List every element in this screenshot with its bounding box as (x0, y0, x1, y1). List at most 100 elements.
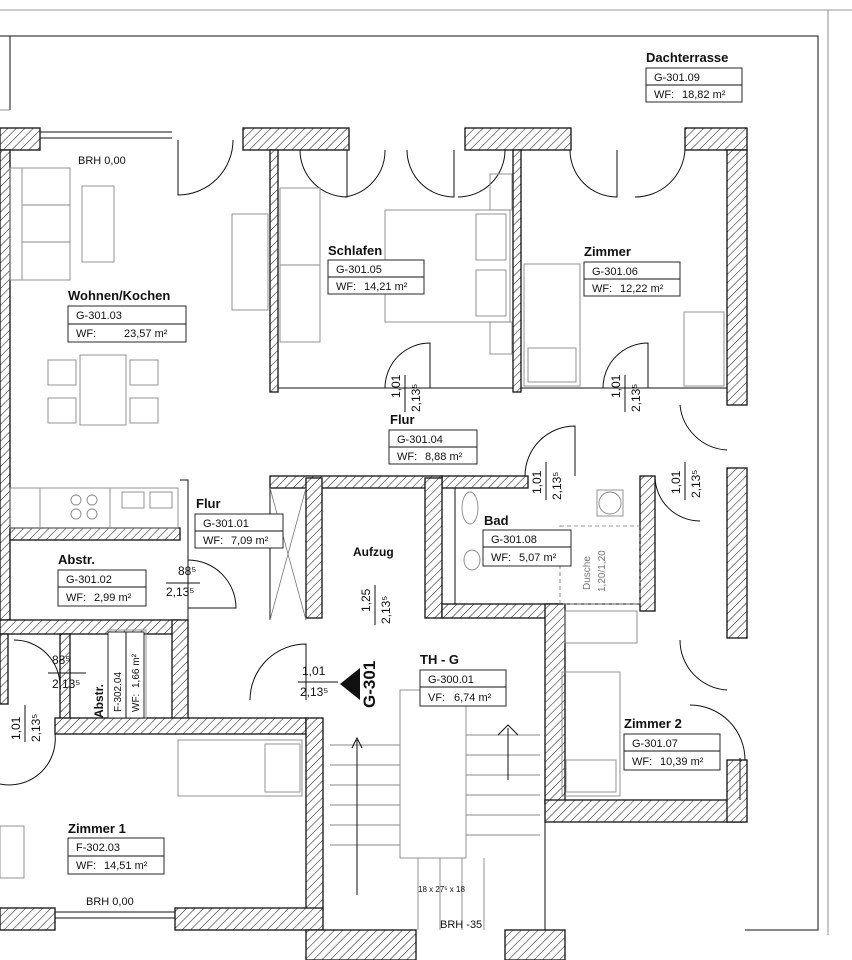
code-wohnen: G-301.03 (76, 310, 122, 322)
area-bad: 5,07 m² (519, 552, 557, 564)
code-bad: G-301.08 (491, 534, 537, 546)
room-name-wohnen: Wohnen/Kochen (68, 288, 170, 303)
dusche-size: 1,20/1,20 (597, 550, 608, 592)
wall-top-left (0, 127, 41, 151)
label-bad: WF: (491, 552, 511, 564)
door-dim-zimmer2-width: 1,01 (669, 470, 683, 494)
door-dim-schlafen-width: 1,01 (389, 374, 403, 398)
bed-zimmer (523, 263, 581, 387)
code-dachterrasse: G-301.09 (654, 72, 700, 84)
code-schlafen: G-301.05 (336, 264, 382, 276)
wall-aufzug-right (424, 477, 443, 619)
room-info-boxes: G-301.09 WF: 18,82 m² G-301.05 WF: 14,21… (57, 67, 743, 875)
info-th: G-300.01 VF: 6,74 m² (419, 669, 507, 707)
door-dim-abstr1-width: 88⁵ (178, 564, 196, 578)
wall-bottom-left (0, 907, 56, 931)
door-dim-schlafen-height: 2,13⁵ (409, 384, 423, 412)
area-zimmer1: 14,51 m² (104, 860, 148, 872)
wall-abstr-bottom (0, 619, 181, 635)
room-name-abstr2: Abstr. (92, 684, 106, 718)
label-flur-main: WF: (397, 451, 417, 463)
info-flur-main: G-301.04 WF: 8,88 m² (388, 429, 478, 465)
info-flur-small: G-301.01 WF: 7,09 m² (194, 513, 284, 549)
door-dim-abstr1-height: 2,13⁵ (166, 585, 194, 599)
area-abstr2: 1,66 m² (131, 653, 142, 688)
wall-partition-mid (512, 149, 522, 393)
code-flur-small: G-301.01 (203, 518, 249, 530)
code-zimmer: G-301.06 (592, 266, 638, 278)
door-dimensions: 1,01 2,13⁵ 1,01 2,13⁵ 1,01 2,13⁵ 1,01 2,… (9, 374, 703, 742)
label-zimmer: WF: (592, 283, 612, 295)
door-dim-bad-height: 2,13⁵ (550, 472, 564, 500)
area-zimmer: 12,22 m² (620, 283, 664, 295)
room-name-zimmer: Zimmer (584, 244, 631, 259)
wall-flur-top (269, 475, 443, 489)
area-zimmer2: 10,39 m² (660, 756, 704, 768)
door-dim-th-width: 1,01 (302, 664, 326, 678)
code-zimmer2: G-301.07 (632, 738, 678, 750)
sofa (9, 167, 71, 281)
info-dachterrasse: G-301.09 WF: 18,82 m² (645, 67, 743, 103)
info-zimmer2: G-301.07 WF: 10,39 m² (623, 733, 721, 771)
door-dim-aufzug-height: 2,13⁵ (379, 596, 393, 624)
wall-bottom-mid (174, 907, 324, 931)
wall-stair-left (305, 717, 324, 911)
bed-zimmer1 (177, 739, 303, 797)
dining-table (79, 354, 127, 426)
wall-top-right (684, 127, 748, 151)
label-abstr2: WF: (131, 694, 142, 712)
wall-top-zimmer (464, 127, 572, 151)
area-schlafen: 14,21 m² (364, 281, 408, 293)
coffee-table (81, 185, 115, 263)
kitchen-counter (9, 487, 179, 529)
door-dim-bad-width: 1,01 (530, 470, 544, 494)
code-flur-main: G-301.04 (397, 434, 443, 446)
room-name-zimmer2: Zimmer 2 (624, 716, 682, 731)
label-zimmer1: WF: (76, 860, 96, 872)
wall-right-upper (726, 149, 748, 406)
wall-right-lower (726, 467, 748, 639)
code-abstr1: G-301.02 (66, 574, 112, 586)
info-zimmer1: F-302.03 WF: 14,51 m² (67, 837, 165, 875)
code-th: G-300.01 (428, 674, 474, 686)
wall-aufzug-left (305, 477, 323, 619)
code-abstr2: F-302.04 (113, 672, 124, 712)
door-dim-zimmer2-height: 2,13⁵ (689, 470, 703, 498)
area-flur-main: 8,88 m² (425, 451, 463, 463)
door-dim-th-height: 2,13⁵ (300, 685, 328, 699)
door-dim-abstr2-width: 88⁵ (52, 653, 70, 667)
area-abstr1: 2,99 m² (94, 592, 132, 604)
dusche-label: Dusche (582, 556, 593, 590)
area-th: 6,74 m² (454, 692, 492, 704)
label-flur-small: WF: (203, 535, 223, 547)
door-dim-zimmer-width: 1,01 (609, 374, 623, 398)
room-name-abstr1: Abstr. (58, 552, 95, 567)
wall-top-schlafen (242, 127, 350, 151)
info-abstr2: F-302.04 WF: 1,66 m² (107, 631, 145, 719)
brh-stair: BRH -35 (440, 919, 482, 931)
wall-zimmer1-top (54, 717, 307, 735)
label-wohnen: WF: (76, 328, 96, 340)
room-name-flur-main: Flur (390, 412, 415, 427)
wall-bad-right (639, 475, 656, 612)
label-th: VF: (428, 692, 445, 704)
room-name-schlafen: Schlafen (328, 243, 382, 258)
brh-bottom: BRH 0,00 (86, 896, 134, 908)
room-name-flur-small: Flur (196, 496, 221, 511)
code-zimmer1: F-302.03 (76, 842, 120, 854)
room-name-dachterrasse: Dachterrasse (646, 50, 728, 65)
label-abstr1: WF: (66, 592, 86, 604)
room-name-zimmer1: Zimmer 1 (68, 821, 126, 836)
door-dim-zimmer1-width: 1,01 (9, 716, 23, 740)
wall-partition-schlafen (269, 149, 279, 393)
wall-zimmer1-left (0, 633, 9, 705)
room-name-bad: Bad (484, 513, 509, 528)
door-swings (0, 139, 746, 800)
boundary-lines (0, 9, 852, 935)
door-dim-abstr2-height: 2,13⁵ (52, 677, 80, 691)
wall-left (0, 149, 11, 621)
walls (0, 127, 748, 960)
wall-abstr-mid (9, 527, 181, 541)
wall-flur-left (171, 619, 189, 721)
